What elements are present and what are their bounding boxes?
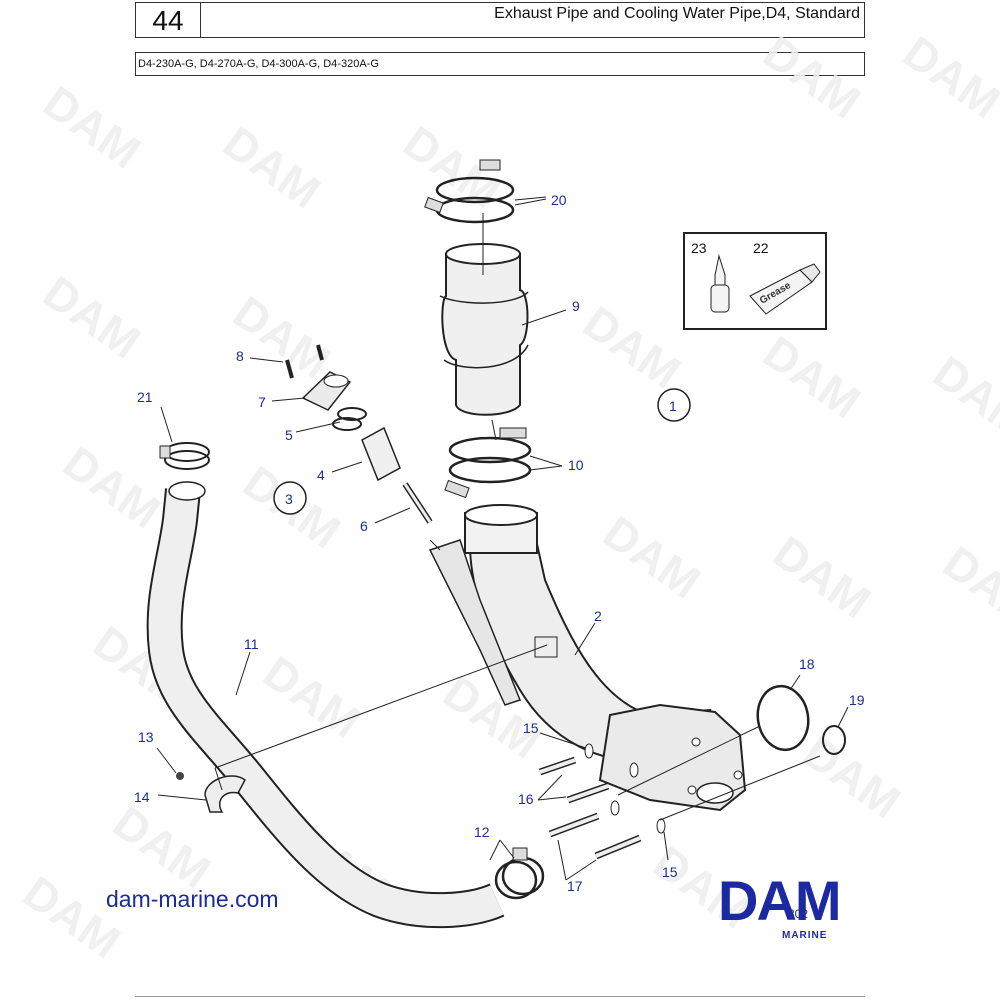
callouts: 1 2 3 4 5 6 7 8 9 10 11 12 13 14 15 15 1… xyxy=(134,192,865,894)
part-10-hose-clamps xyxy=(444,427,532,499)
callout-10: 10 xyxy=(568,457,584,473)
svg-text:DAM: DAM xyxy=(924,346,1000,449)
svg-text:DAM: DAM xyxy=(104,796,220,899)
callout-3: 3 xyxy=(285,491,293,507)
callout-17: 17 xyxy=(567,878,583,894)
callout-13: 13 xyxy=(138,729,154,745)
leader-lines xyxy=(156,196,849,881)
part-12-hose-clamp xyxy=(494,847,545,900)
callout-7: 7 xyxy=(258,394,266,410)
callout-1: 1 xyxy=(669,398,677,414)
drawing-code-fragment: 302 xyxy=(788,907,808,921)
inset-label-23: 23 xyxy=(691,240,707,256)
reference-circle-1 xyxy=(657,388,691,422)
inset-box: 23 22 Grease xyxy=(683,232,827,330)
svg-text:DAM: DAM xyxy=(934,536,1000,639)
brand-logo-subtitle: MARINE xyxy=(782,930,828,941)
watermark: DAM DAM DAM DAM DAM DAM DAM DAM DAM DAM … xyxy=(14,26,1000,969)
brand-logo: DAM xyxy=(718,869,842,932)
svg-text:DAM: DAM xyxy=(34,266,150,369)
svg-text:DAM: DAM xyxy=(894,26,1000,129)
part-18-o-ring xyxy=(756,684,810,752)
svg-text:DAM: DAM xyxy=(574,296,690,399)
part-2-exhaust-elbow xyxy=(428,504,747,812)
header-box: 44 Exhaust Pipe and Cooling Water Pipe,D… xyxy=(135,2,865,38)
svg-text:DAM: DAM xyxy=(214,116,330,219)
callout-2: 2 xyxy=(594,608,602,624)
callout-18: 18 xyxy=(799,656,815,672)
page-title: Exhaust Pipe and Cooling Water Pipe,D4, … xyxy=(494,5,860,22)
part-19-o-ring xyxy=(822,725,846,755)
inset-label-22: 22 xyxy=(753,240,769,256)
footer-divider xyxy=(135,996,865,997)
svg-text:DAM: DAM xyxy=(254,646,370,749)
svg-text:DAM: DAM xyxy=(794,726,910,829)
svg-text:DAM: DAM xyxy=(754,26,870,129)
callout-6: 6 xyxy=(360,518,368,534)
callout-16: 16 xyxy=(518,791,534,807)
callout-19: 19 xyxy=(849,692,865,708)
models-list: D4-230A-G, D4-270A-G, D4-300A-G, D4-320A… xyxy=(135,52,865,76)
callout-12: 12 xyxy=(474,824,490,840)
svg-text:DAM: DAM xyxy=(14,866,130,969)
callout-8: 8 xyxy=(236,348,244,364)
callout-5: 5 xyxy=(285,427,293,443)
connector-assembly xyxy=(285,344,433,524)
svg-text:DAM: DAM xyxy=(754,326,870,429)
adhesive-bottle-icon xyxy=(710,254,730,313)
svg-text:DAM: DAM xyxy=(594,506,710,609)
svg-text:DAM: DAM xyxy=(54,436,170,539)
grease-tube-icon: Grease xyxy=(749,263,821,315)
svg-text:DAM: DAM xyxy=(34,76,150,179)
callout-20: 20 xyxy=(551,192,567,208)
part-11-water-pipe xyxy=(146,481,505,929)
callout-11: 11 xyxy=(244,636,259,652)
svg-text:DAM: DAM xyxy=(764,526,880,629)
callout-9: 9 xyxy=(572,298,580,314)
website-link[interactable]: dam-marine.com xyxy=(106,886,279,912)
callout-15-lower: 15 xyxy=(662,864,678,880)
part-14-clip xyxy=(176,772,246,813)
reference-circle-3 xyxy=(273,481,307,515)
page-number: 44 xyxy=(136,3,201,37)
callout-21: 21 xyxy=(137,389,153,405)
part-20-hose-clamps xyxy=(424,159,515,224)
callout-15-upper: 15 xyxy=(523,720,539,736)
callout-14: 14 xyxy=(134,789,150,805)
part-21-hose-clamp xyxy=(159,442,210,470)
svg-text:DAM: DAM xyxy=(224,286,340,389)
part-9-rubber-hose xyxy=(439,243,529,416)
bolts-and-washers xyxy=(538,743,666,860)
callout-4: 4 xyxy=(317,467,325,483)
